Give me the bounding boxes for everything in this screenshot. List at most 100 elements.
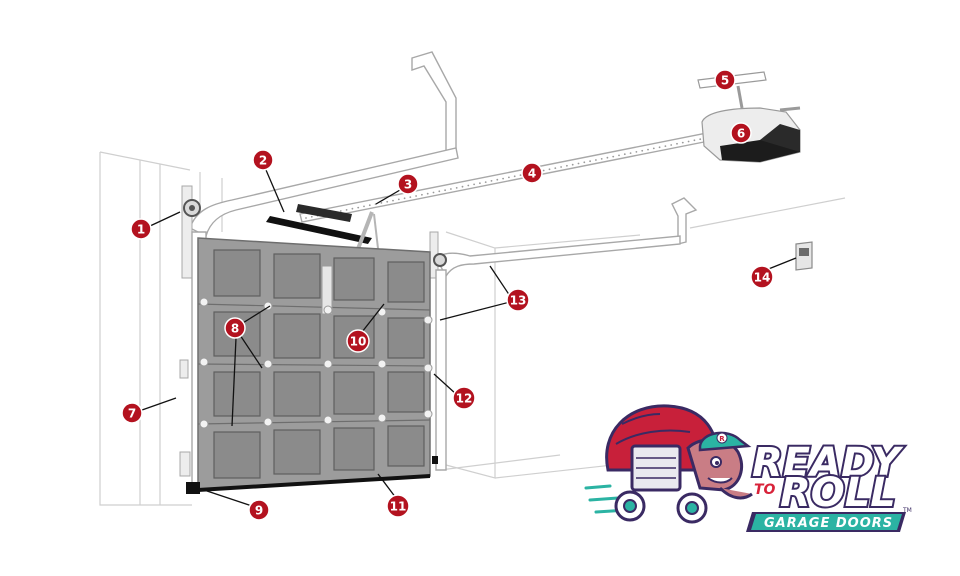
callout-9: 9 xyxy=(248,499,270,521)
torsion-spring xyxy=(266,204,372,244)
opener-motor xyxy=(697,71,801,163)
callout-3: 3 xyxy=(397,173,419,195)
rail-perforation xyxy=(380,202,383,204)
callout-11: 11 xyxy=(386,494,410,518)
rail-perforation xyxy=(687,140,690,143)
rail-perforation xyxy=(629,152,632,155)
rail-perforation xyxy=(473,183,475,186)
rail-perforation xyxy=(676,142,678,145)
leader-lines xyxy=(141,169,797,507)
ready-to-roll-logo: R READY TO ROLL GARAGE DOORS TM xyxy=(584,404,912,532)
rail-perforation xyxy=(403,197,406,200)
callout-10-label: 10 xyxy=(350,335,367,349)
rail-perforation xyxy=(310,215,313,218)
callout-12-label: 12 xyxy=(456,392,473,406)
callout-2-label: 2 xyxy=(259,154,267,168)
rail-perforation xyxy=(589,160,591,163)
rollers xyxy=(183,199,447,267)
callout-7: 7 xyxy=(121,402,143,424)
rail-perforation xyxy=(508,176,510,179)
rail-perforation xyxy=(681,141,684,144)
trademark-mark: TM xyxy=(902,507,912,514)
rail-perforation xyxy=(426,192,429,195)
rail-perforation xyxy=(415,195,417,197)
ceiling-bracket xyxy=(411,51,457,156)
rail-perforation xyxy=(438,190,441,193)
rail-perforation xyxy=(577,162,580,165)
logo-tagline: GARAGE DOORS xyxy=(764,516,893,531)
callout-11-label: 11 xyxy=(390,500,407,514)
callout-13: 13 xyxy=(506,288,530,312)
rail-perforation xyxy=(455,187,458,189)
callout-14: 14 xyxy=(750,265,774,289)
rail-perforation xyxy=(693,139,696,142)
rail-perforation xyxy=(339,210,342,212)
callout-4-label: 4 xyxy=(528,167,536,181)
rail-perforation xyxy=(479,182,481,185)
rail-perforation xyxy=(658,146,661,149)
rail-perforation xyxy=(600,158,603,160)
callout-6: 6 xyxy=(730,122,752,144)
rail-perforation xyxy=(467,184,470,187)
logo-word-to: TO xyxy=(754,482,776,498)
door-hinges xyxy=(199,297,433,429)
rail-perforation xyxy=(305,217,307,219)
logo-word-roll: ROLL xyxy=(780,470,896,516)
rail-perforation xyxy=(542,169,545,172)
safety-sensor xyxy=(186,456,438,494)
rail-perforation xyxy=(641,149,644,152)
callout-8-label: 8 xyxy=(231,322,239,336)
rail-perforation xyxy=(363,205,365,208)
callout-5-label: 5 xyxy=(721,74,729,88)
callout-7-label: 7 xyxy=(128,407,136,421)
rail-perforation xyxy=(554,167,557,170)
wall-control-device xyxy=(795,241,813,271)
callout-5: 5 xyxy=(714,69,736,91)
rail-perforation xyxy=(409,196,412,199)
callout-1-label: 1 xyxy=(137,223,145,237)
rail-perforation xyxy=(670,144,673,146)
callout-markers: 1 2 3 4 5 6 7 8 9 10 11 12 13 14 xyxy=(121,69,774,521)
garage-door xyxy=(197,237,431,492)
rail-perforation xyxy=(618,154,620,157)
callout-9-label: 9 xyxy=(255,504,263,518)
rail-perforation xyxy=(583,161,586,164)
rail-perforation xyxy=(652,147,655,150)
callout-12: 12 xyxy=(452,386,476,410)
callout-13-label: 13 xyxy=(510,294,527,308)
rail-perforation xyxy=(635,151,638,153)
rail-perforation xyxy=(490,180,493,182)
callout-3-label: 3 xyxy=(404,178,412,192)
rail-perforation xyxy=(664,145,667,148)
rail-perforation xyxy=(357,206,360,209)
rail-perforation xyxy=(421,193,423,196)
rail-perforation xyxy=(368,204,371,207)
rail-perforation xyxy=(560,166,562,168)
rail-perforation xyxy=(566,164,568,167)
right-horizontal-track xyxy=(435,197,698,278)
callout-4: 4 xyxy=(521,162,543,184)
callout-8: 8 xyxy=(224,317,246,339)
rail-perforation xyxy=(647,148,649,151)
logo-word-ready: READY xyxy=(752,440,904,486)
rail-perforation xyxy=(595,159,597,161)
rail-perforation xyxy=(345,209,348,211)
rail-perforation xyxy=(519,174,522,177)
rail-perforation xyxy=(432,191,435,194)
rail-perforation xyxy=(699,138,702,141)
rail-perforation xyxy=(450,188,452,190)
rail-perforation xyxy=(444,189,446,192)
callout-2: 2 xyxy=(252,149,274,171)
callout-14-label: 14 xyxy=(754,271,771,285)
rail-perforation xyxy=(606,156,609,159)
rail-perforation xyxy=(392,199,394,202)
cap-letter: R xyxy=(719,435,725,443)
rail-perforation xyxy=(612,155,615,158)
rail-perforation xyxy=(461,185,464,188)
callout-10: 10 xyxy=(346,329,370,353)
rail-perforation xyxy=(548,168,551,171)
left-horizontal-track xyxy=(189,147,459,238)
rail-perforation xyxy=(484,181,487,184)
